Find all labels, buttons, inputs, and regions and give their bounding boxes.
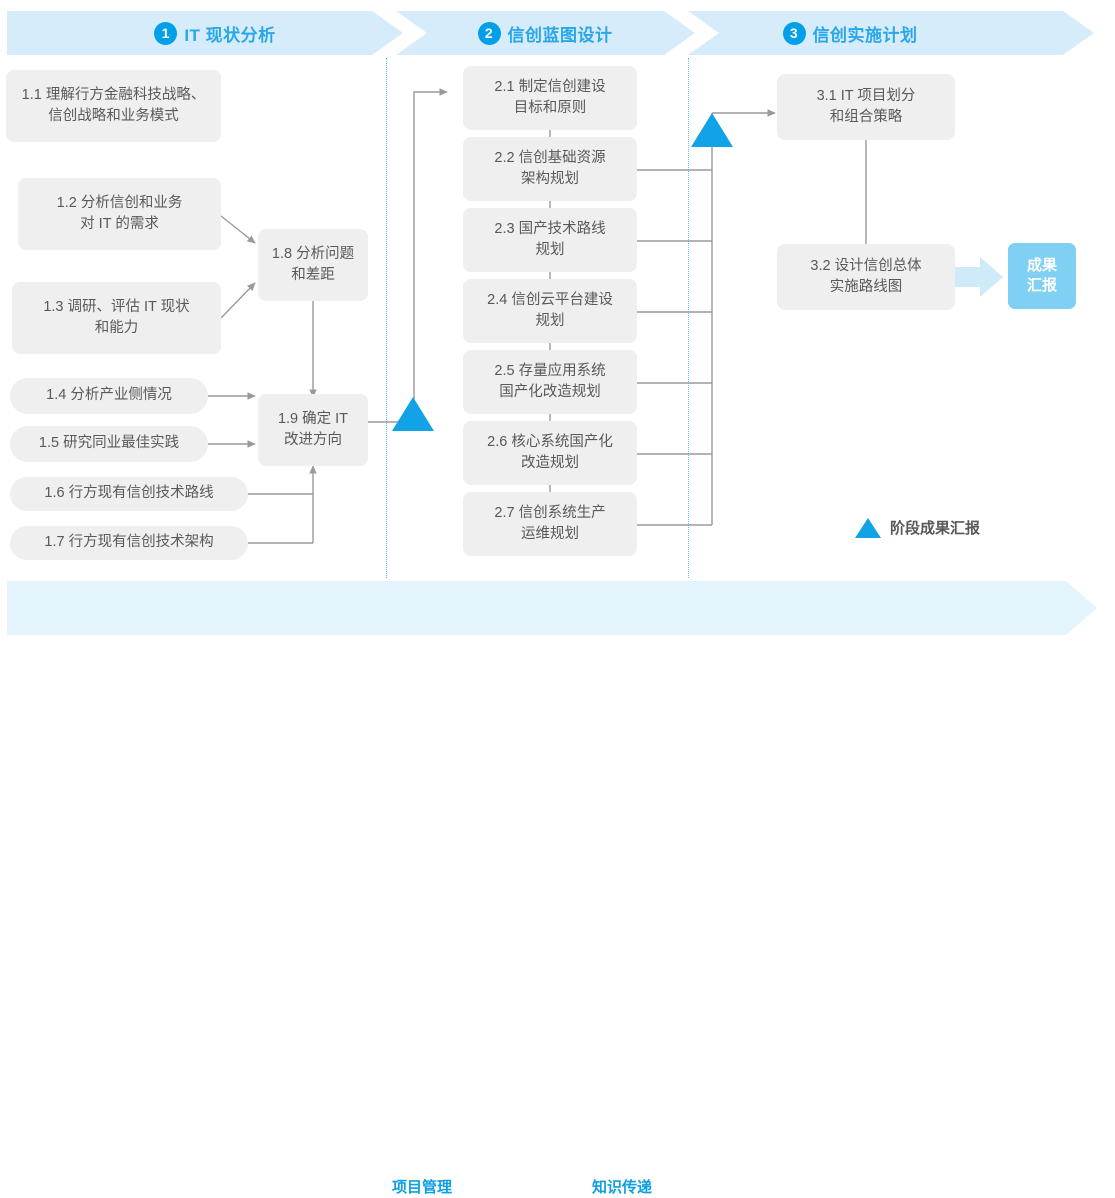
task-box-1-9[interactable]: 1.9 确定 IT 改进方向 [258, 394, 368, 466]
task-box-1-2[interactable]: 1.2 分析信创和业务 对 IT 的需求 [18, 178, 221, 250]
triangle-up-icon [855, 517, 881, 538]
task-box-1-7[interactable]: 1.7 行方现有信创技术架构 [10, 526, 248, 560]
phase-header: 1 IT 现状分析 2 信创蓝图设计 3 信创实施计划 [0, 0, 1115, 56]
milestone-triangle-phase2 [691, 113, 733, 147]
phase-3-label: 信创实施计划 [812, 25, 918, 45]
phase-2-label: 信创蓝图设计 [507, 25, 613, 45]
legend-label: 阶段成果汇报 [890, 520, 981, 537]
connector-layer [208, 88, 870, 544]
band-label-project-management[interactable]: 项目管理 [392, 1178, 453, 1196]
task-box-1-1[interactable]: 1.1 理解行方金融科技战略、 信创战略和业务模式 [6, 70, 221, 142]
task-box-1-6[interactable]: 1.6 行方现有信创技术路线 [10, 477, 248, 511]
band-label-knowledge-transfer[interactable]: 知识传递 [592, 1178, 653, 1196]
phase-1-header[interactable]: 1 IT 现状分析 [60, 11, 370, 55]
phase-divider-1 [386, 58, 387, 578]
phase-divider-2 [688, 58, 689, 578]
task-box-1-4[interactable]: 1.4 分析产业侧情况 [10, 378, 208, 414]
phase-1-label: IT 现状分析 [184, 25, 276, 45]
deliverable-arrow-icon [955, 257, 1003, 297]
phase-1-number: 1 [154, 21, 178, 45]
task-box-2-1[interactable]: 2.1 制定信创建设 目标和原则 [463, 66, 637, 130]
legend-milestone: 阶段成果汇报 [855, 517, 980, 538]
deliverable-arrow-layer [955, 257, 1003, 297]
phase-3-header[interactable]: 3 信创实施计划 [700, 11, 1000, 55]
phase-2-header[interactable]: 2 信创蓝图设计 [400, 11, 690, 55]
milestone-layer [392, 113, 733, 431]
task-box-1-8[interactable]: 1.8 分析问题 和差距 [258, 229, 368, 301]
phase-2-number: 2 [477, 21, 501, 45]
task-box-3-1[interactable]: 3.1 IT 项目划分 和组合策略 [777, 74, 955, 140]
bottom-band-shape [7, 581, 1097, 635]
deliverable-report-box[interactable]: 成果 汇报 [1008, 243, 1076, 309]
milestone-triangle-phase1 [392, 397, 434, 431]
phase-3-number: 3 [782, 21, 806, 45]
task-box-3-2[interactable]: 3.2 设计信创总体 实施路线图 [777, 244, 955, 310]
phase-header-band [7, 11, 1094, 55]
task-box-1-3[interactable]: 1.3 调研、评估 IT 现状 和能力 [12, 282, 221, 354]
task-box-1-5[interactable]: 1.5 研究同业最佳实践 [10, 426, 208, 462]
